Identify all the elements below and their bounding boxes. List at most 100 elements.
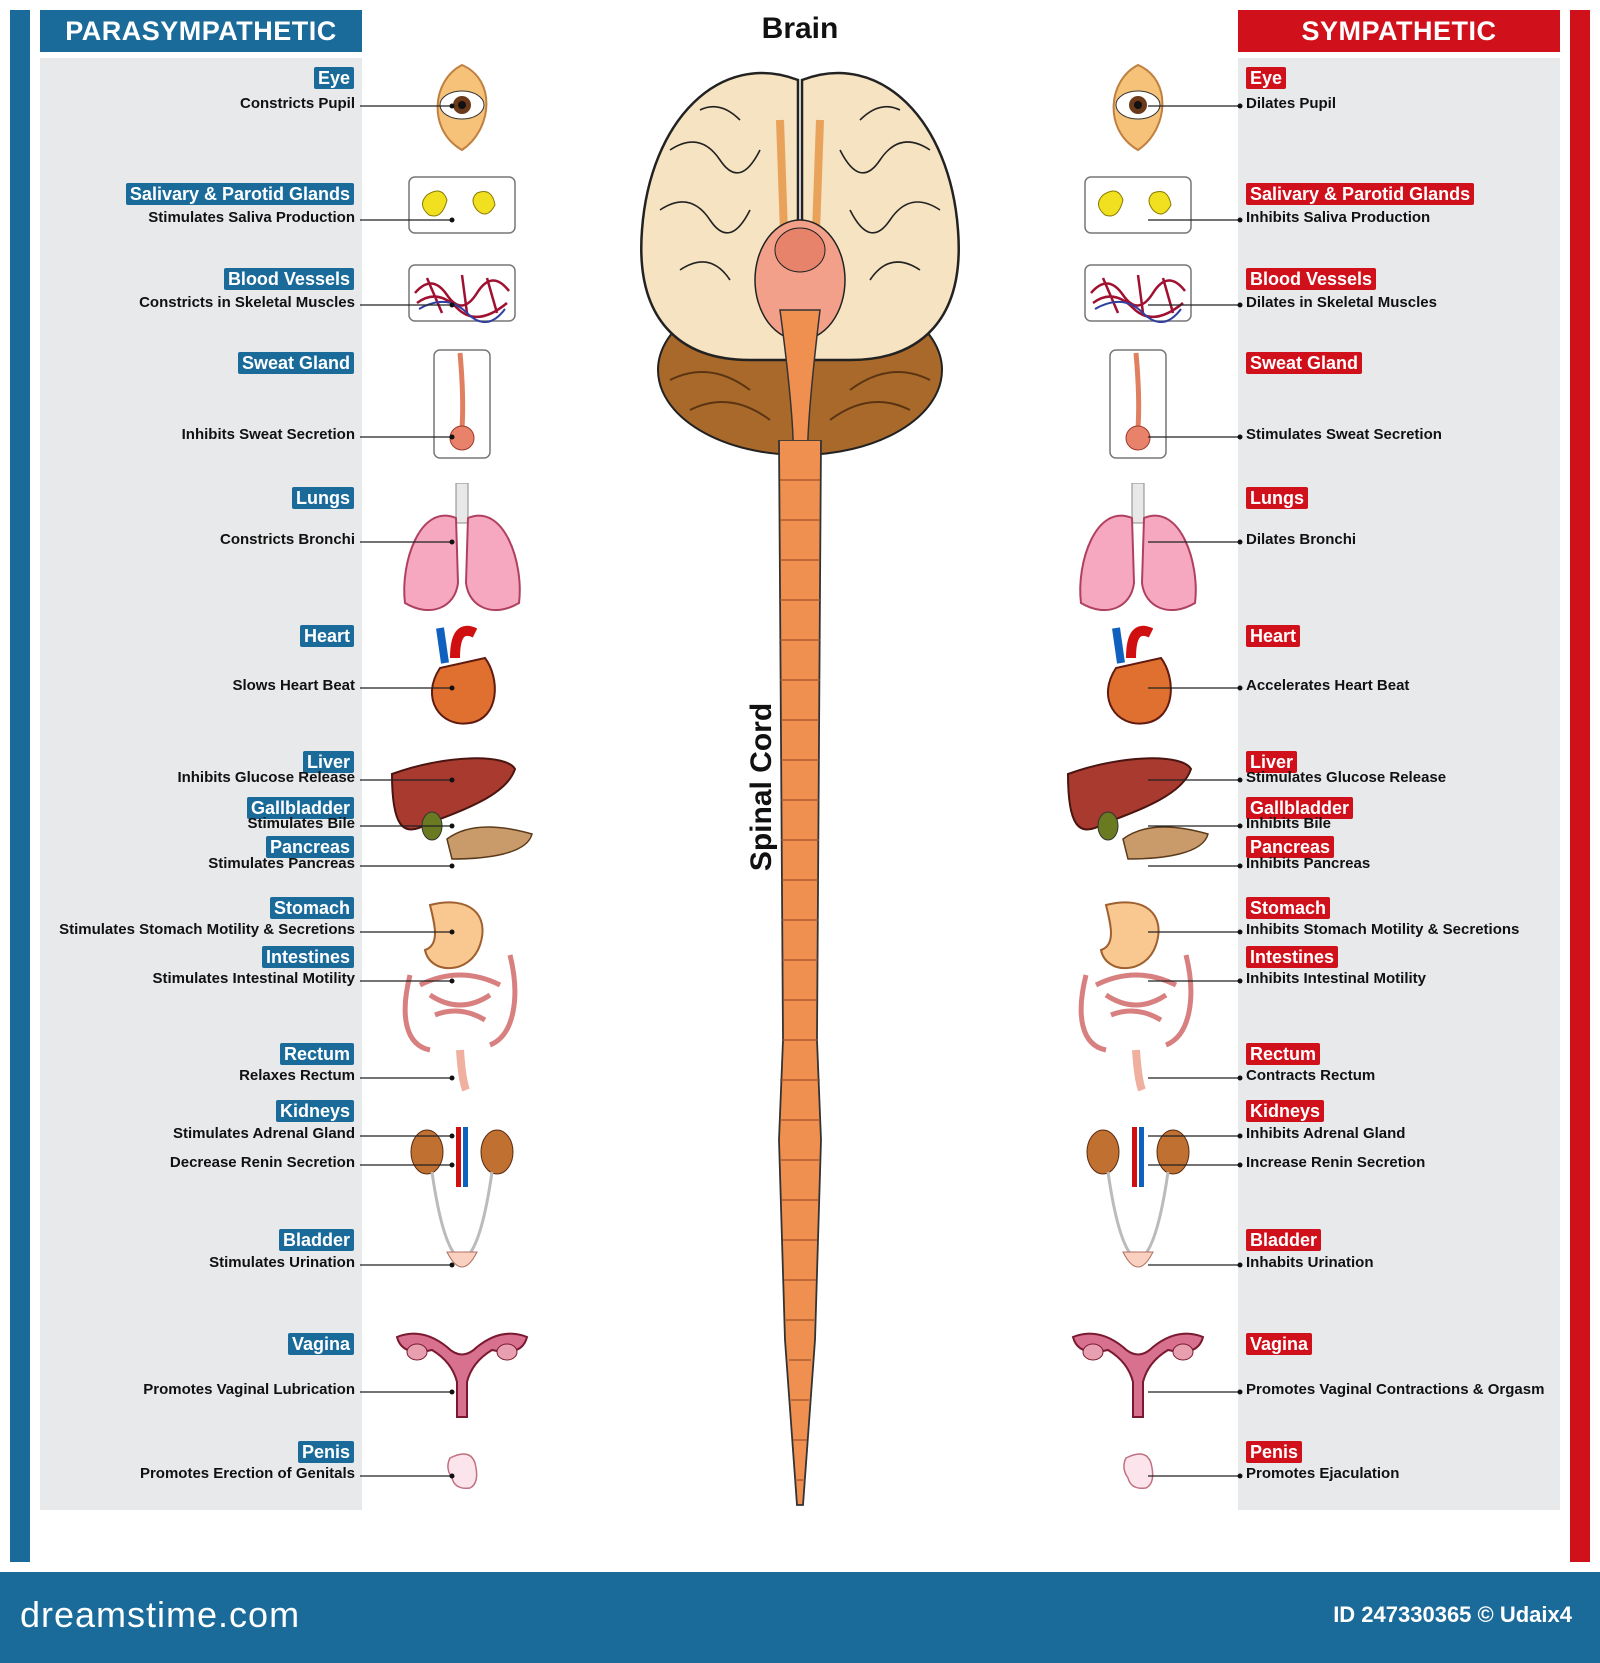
sympathetic-stripe	[1570, 10, 1590, 1562]
symp-effect-liver: Stimulates Glucose Release	[1246, 769, 1447, 786]
symp-organ-label-stomach: Stomach	[1246, 897, 1331, 919]
leader-dot	[1237, 823, 1243, 829]
leader-dot	[449, 777, 455, 783]
symp-organ-label-blood-vessels: Blood Vessels	[1246, 268, 1377, 290]
symp-effect-heart: Accelerates Heart Beat	[1246, 677, 1410, 694]
para-effect-kidneys-2: Decrease Renin Secretion	[169, 1154, 355, 1171]
para-organ-label-vagina: Vagina	[287, 1333, 354, 1355]
para-organ-illustration-12	[410, 1127, 514, 1268]
para-organ-illustration-0	[436, 63, 488, 152]
leader-dot	[1237, 1133, 1243, 1139]
symp-effect-vagina: Promotes Vaginal Contractions & Orgasm	[1246, 1381, 1545, 1398]
para-organ-illustration-14	[395, 1332, 529, 1418]
para-organ-label-penis: Penis	[297, 1441, 354, 1463]
footer-image-id: ID 247330365 © Udaix4	[1333, 1602, 1572, 1627]
leader-dot	[449, 217, 455, 223]
para-organ-label-heart: Heart	[299, 625, 354, 647]
para-effect-pancreas: Stimulates Pancreas	[208, 855, 355, 872]
symp-organ-label-rectum: Rectum	[1246, 1043, 1321, 1065]
leader-dot	[449, 302, 455, 308]
symp-organ-label-bladder: Bladder	[1246, 1229, 1322, 1251]
para-organ-label-sweat-gland: Sweat Gland	[237, 352, 354, 374]
para-organ-label-salivary-parotid-glands: Salivary & Parotid Glands	[125, 183, 354, 205]
leader-dot	[1237, 978, 1243, 984]
leader-dot	[1237, 1389, 1243, 1395]
para-organ-label-stomach: Stomach	[269, 897, 354, 919]
symp-effect-intestines: Inhibits Intestinal Motility	[1246, 970, 1426, 987]
symp-organ-label-pancreas: Pancreas	[1246, 836, 1335, 858]
symp-effect-eye: Dilates Pupil	[1246, 95, 1337, 112]
symp-organ-label-vagina: Vagina	[1246, 1333, 1313, 1355]
para-effect-stomach: Stimulates Stomach Motility & Secretions	[59, 921, 355, 938]
para-organ-label-kidneys: Kidneys	[275, 1100, 354, 1122]
leader-dot	[1237, 217, 1243, 223]
para-effect-kidneys-1: Stimulates Adrenal Gland	[173, 1125, 355, 1142]
symp-organ-illustration-5	[1106, 625, 1172, 725]
symp-organ-illustration-1	[1084, 176, 1192, 234]
symp-organ-illustration-4	[1078, 483, 1197, 612]
para-organ-label-bladder: Bladder	[278, 1229, 354, 1251]
symp-organ-label-sweat-gland: Sweat Gland	[1246, 352, 1363, 374]
symp-organ-illustration-0	[1112, 63, 1164, 152]
leader-dot	[449, 978, 455, 984]
leader-dot	[449, 863, 455, 869]
leader-dot	[449, 929, 455, 935]
leader-dot	[449, 1133, 455, 1139]
symp-effect-gallbladder: Inhibits Bile	[1246, 815, 1332, 832]
symp-organ-illustration-3	[1109, 349, 1167, 459]
symp-organ-label-lungs: Lungs	[1246, 487, 1308, 509]
footer-bar: dreamstime.com ID 247330365 © Udaix4	[0, 1572, 1600, 1663]
leader-dot	[1237, 777, 1243, 783]
para-effect-intestines: Stimulates Intestinal Motility	[152, 970, 355, 987]
para-effect-blood-vessels: Constricts in Skeletal Muscles	[139, 294, 355, 311]
brain-illustration	[640, 71, 960, 460]
para-organ-illustration-2	[408, 264, 516, 323]
para-organ-illustration-9	[402, 901, 517, 1092]
leader-dot	[449, 685, 455, 691]
leader-dot	[1237, 1075, 1243, 1081]
leader-dot	[1237, 929, 1243, 935]
symp-effect-penis: Promotes Ejaculation	[1246, 1465, 1400, 1482]
para-organ-illustration-1	[408, 176, 516, 234]
leader-dot	[1237, 1162, 1243, 1168]
symp-organ-illustration-2	[1084, 264, 1192, 323]
symp-organ-illustration-9	[1078, 901, 1193, 1092]
parasympathetic-header: PARASYMPATHETIC	[40, 10, 362, 52]
para-organ-illustration-6	[390, 757, 533, 860]
para-organ-label-eye: Eye	[313, 67, 354, 89]
para-organ-illustration-15	[446, 1453, 477, 1490]
leader-dot	[449, 1262, 455, 1268]
para-organ-label-liver: Liver	[302, 751, 354, 773]
symp-organ-label-liver: Liver	[1246, 751, 1298, 773]
leader-dot	[1237, 863, 1243, 869]
symp-organ-illustration-14	[1071, 1332, 1205, 1418]
sympathetic-panel	[1238, 58, 1560, 1510]
para-effect-vagina: Promotes Vaginal Lubrication	[143, 1381, 355, 1398]
symp-effect-rectum: Contracts Rectum	[1246, 1067, 1376, 1084]
leader-dot	[449, 1075, 455, 1081]
symp-organ-illustration-15	[1122, 1453, 1153, 1490]
para-organ-label-intestines: Intestines	[261, 946, 354, 968]
leader-dot	[1237, 685, 1243, 691]
para-organ-label-pancreas: Pancreas	[265, 836, 354, 858]
symp-organ-label-salivary-parotid-glands: Salivary & Parotid Glands	[1246, 183, 1475, 205]
para-effect-penis: Promotes Erection of Genitals	[139, 1465, 355, 1482]
symp-effect-stomach: Inhibits Stomach Motility & Secretions	[1246, 921, 1520, 938]
leader-dot	[449, 539, 455, 545]
symp-effect-kidneys-1: Inhibits Adrenal Gland	[1246, 1125, 1406, 1142]
symp-organ-label-eye: Eye	[1246, 67, 1287, 89]
para-organ-label-rectum: Rectum	[279, 1043, 354, 1065]
sympathetic-header: SYMPATHETIC	[1238, 10, 1560, 52]
symp-effect-blood-vessels: Dilates in Skeletal Muscles	[1246, 294, 1437, 311]
symp-effect-kidneys-2: Increase Renin Secretion	[1246, 1154, 1426, 1171]
leader-dot	[449, 434, 455, 440]
para-effect-bladder: Stimulates Urination	[209, 1254, 355, 1271]
para-effect-lungs: Constricts Bronchi	[219, 531, 355, 548]
para-organ-illustration-4	[402, 483, 521, 612]
brain-title: Brain	[761, 12, 839, 45]
symp-organ-label-kidneys: Kidneys	[1246, 1100, 1325, 1122]
leader-dot	[1237, 1262, 1243, 1268]
symp-organ-illustration-12	[1086, 1127, 1190, 1268]
symp-organ-label-gallbladder: Gallbladder	[1246, 797, 1354, 819]
symp-effect-salivary-parotid-glands: Inhibits Saliva Production	[1246, 209, 1431, 226]
